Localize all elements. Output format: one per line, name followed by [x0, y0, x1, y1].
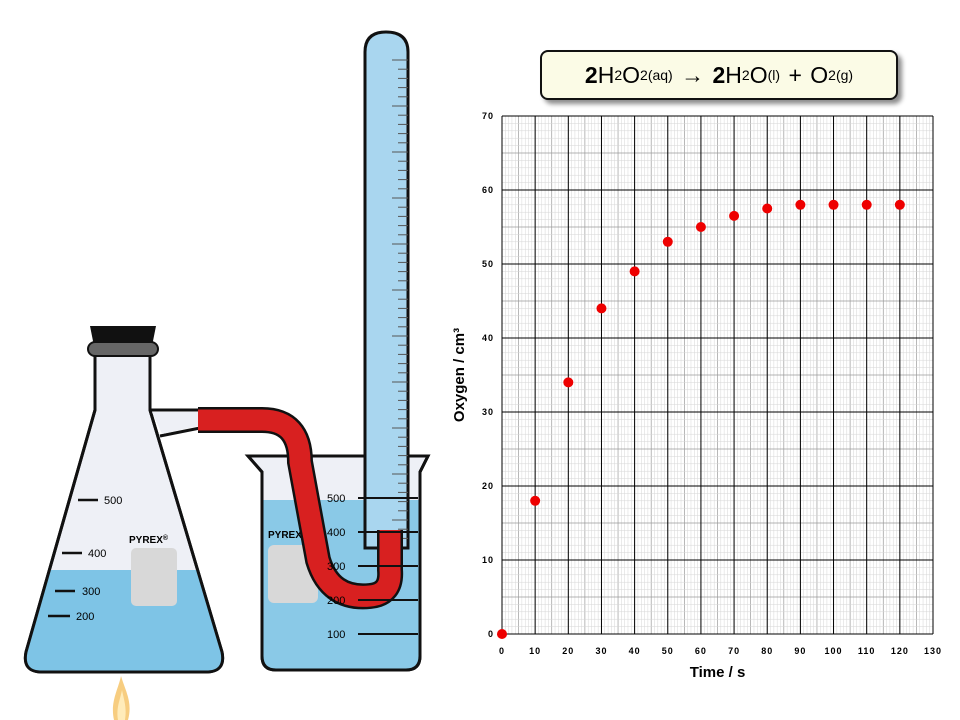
flask-water — [25, 570, 223, 672]
y-tick-label: 60 — [482, 185, 494, 195]
beaker-mark-100: 100 — [327, 629, 345, 641]
x-tick-label: 20 — [562, 646, 574, 656]
x-tick-label: 130 — [924, 646, 942, 656]
y-tick-label: 20 — [482, 481, 494, 491]
x-tick-label: 70 — [728, 646, 740, 656]
equation-rhs1-h: H — [725, 61, 742, 88]
x-tick-label: 40 — [629, 646, 641, 656]
beaker-mark-400: 400 — [327, 527, 345, 539]
y-tick-label: 30 — [482, 407, 494, 417]
equation-plus: + — [788, 61, 802, 88]
data-point — [629, 266, 640, 277]
data-point — [729, 210, 740, 221]
x-axis-ticks: 0 10 20 30 40 50 60 70 80 90 100 110 120 130 — [499, 646, 942, 656]
data-points — [497, 199, 905, 639]
data-point — [861, 199, 872, 210]
equation-rhs1-state: (l) — [767, 67, 781, 83]
y-tick-label: 50 — [482, 259, 494, 269]
equation-lhs-sub1: 2 — [614, 67, 623, 83]
data-point — [762, 203, 773, 214]
equation-lhs-coefficient: 2 — [584, 61, 598, 88]
equation-rhs1-sub1: 2 — [741, 67, 750, 83]
oxygen-volume-chart: 0 10 20 30 40 50 60 70 80 90 100 110 120 130 0 10 20 30 4… — [451, 111, 942, 681]
conical-flask: PYREX® 500 400 300 200 — [23, 326, 225, 674]
measuring-tube — [363, 30, 410, 550]
equation-lhs-o: O — [622, 61, 641, 88]
data-point — [563, 377, 574, 388]
delivery-tube — [198, 407, 404, 610]
beaker-mark-200: 200 — [327, 595, 345, 607]
x-tick-label: 0 — [499, 646, 505, 656]
x-tick-label: 30 — [595, 646, 607, 656]
x-tick-label: 60 — [695, 646, 707, 656]
data-point — [828, 199, 839, 210]
equation-rhs1-o: O — [749, 61, 768, 88]
beaker-graduations: 500 400 300 200 100 — [327, 493, 418, 641]
data-point — [894, 199, 905, 210]
equation-rhs2-sub: 2(g) — [828, 67, 854, 83]
beaker-mark-500: 500 — [327, 493, 345, 505]
y-axis-title: Oxygen / cm³ — [451, 328, 468, 422]
beaker-mark-300: 300 — [327, 561, 345, 573]
x-tick-label: 50 — [662, 646, 674, 656]
equation-rhs1-coefficient: 2 — [712, 61, 726, 88]
data-point — [695, 222, 706, 232]
chart-grid-minor — [501, 115, 934, 635]
data-point — [795, 199, 806, 210]
flask-mark-400: 400 — [88, 548, 106, 560]
equation-rhs2-o: O — [810, 61, 829, 88]
flask-mark-300: 300 — [82, 586, 100, 598]
chart-grid-major — [501, 115, 934, 635]
flask-mark-500: 500 — [104, 495, 122, 507]
data-point — [662, 236, 673, 247]
x-tick-label: 100 — [825, 646, 843, 656]
equation-arrow: → — [681, 61, 705, 88]
x-axis-title: Time / s — [690, 664, 746, 681]
x-tick-label: 110 — [858, 646, 876, 656]
x-tick-label: 120 — [891, 646, 909, 656]
apparatus-illustration: PYREX® 500 400 300 200 PYREX® 500 400 30… — [23, 30, 431, 720]
x-tick-label: 90 — [794, 646, 806, 656]
burner-flame-icon — [112, 676, 130, 720]
x-tick-label: 80 — [761, 646, 773, 656]
y-axis-ticks: 0 10 20 30 40 50 60 70 — [482, 111, 494, 639]
y-tick-label: 10 — [482, 555, 494, 565]
flask-mark-200: 200 — [76, 611, 94, 623]
data-point — [596, 303, 607, 314]
y-tick-label: 0 — [488, 629, 494, 639]
equation-lhs-h: H — [597, 61, 615, 88]
y-tick-label: 40 — [482, 333, 494, 343]
data-point — [497, 629, 507, 639]
y-tick-label: 70 — [482, 111, 494, 121]
x-tick-label: 10 — [529, 646, 541, 656]
flask-brand: PYREX® — [129, 534, 169, 547]
equation-lhs-sub2: 2(aq) — [640, 67, 673, 83]
data-point — [530, 495, 541, 506]
flask-label — [131, 548, 177, 606]
